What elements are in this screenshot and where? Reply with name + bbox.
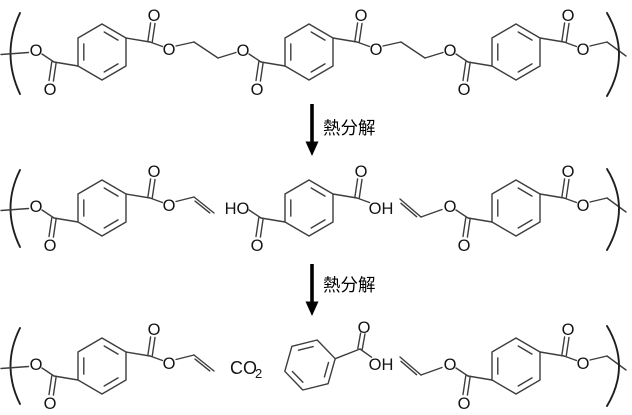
vinyl-ester-end-group xyxy=(161,196,215,216)
terephthalate-unit xyxy=(455,162,578,256)
terephthalate-unit xyxy=(41,320,164,414)
polymer-fragment-vinyl-ester-left xyxy=(0,320,215,414)
step-1-label: 熱分解 xyxy=(323,118,376,138)
hydroxyl-label: OH xyxy=(369,200,394,218)
terephthalate-unit-2 xyxy=(248,6,371,100)
polymer-fragment-vinyl-ester-right xyxy=(399,162,627,256)
down-arrow-icon xyxy=(303,102,321,158)
terephthalate-unit-3 xyxy=(455,6,578,100)
vinyl-ester-end-group xyxy=(161,354,215,374)
polymer-fragment-vinyl-ester-right xyxy=(399,320,627,414)
open-parenthesis xyxy=(9,327,21,405)
second-decomposition-products: CO 2 xyxy=(0,318,627,414)
close-parenthesis xyxy=(606,168,620,251)
co2-label: CO xyxy=(230,358,257,378)
step-2-label: 熱分解 xyxy=(323,275,376,295)
close-parenthesis xyxy=(606,12,620,97)
terephthalate-unit xyxy=(41,162,164,256)
terephthalate-unit xyxy=(455,320,578,414)
vinyl-ester-end-group xyxy=(399,197,458,218)
co2-molecule: CO 2 xyxy=(230,358,262,381)
terephthalate-unit xyxy=(248,162,371,256)
decomposition-step-2: 熱分解 xyxy=(303,262,376,318)
down-arrow-icon xyxy=(303,262,321,318)
pet-polymer-chain xyxy=(0,6,627,100)
polymer-fragment-vinyl-ester-left xyxy=(0,162,215,256)
chain-left-terminal xyxy=(0,197,44,217)
open-parenthesis xyxy=(9,169,21,248)
ethylene-glycol-linker-1 xyxy=(161,40,251,61)
hydroxyl-label: HO xyxy=(225,200,250,218)
ethylene-glycol-linker-2 xyxy=(368,40,458,61)
first-decomposition-products: HO OH xyxy=(0,162,627,256)
close-parenthesis xyxy=(606,325,620,407)
terephthalate-unit-1 xyxy=(41,6,164,100)
chain-left-terminal xyxy=(0,355,44,375)
vinyl-ester-end-group xyxy=(399,355,458,376)
chain-left-terminal xyxy=(0,41,44,61)
terephthalic-acid: HO OH xyxy=(225,162,394,256)
co2-subscript: 2 xyxy=(255,366,262,381)
decomposition-step-1: 熱分解 xyxy=(303,102,376,158)
benzoic-acid xyxy=(284,318,395,391)
